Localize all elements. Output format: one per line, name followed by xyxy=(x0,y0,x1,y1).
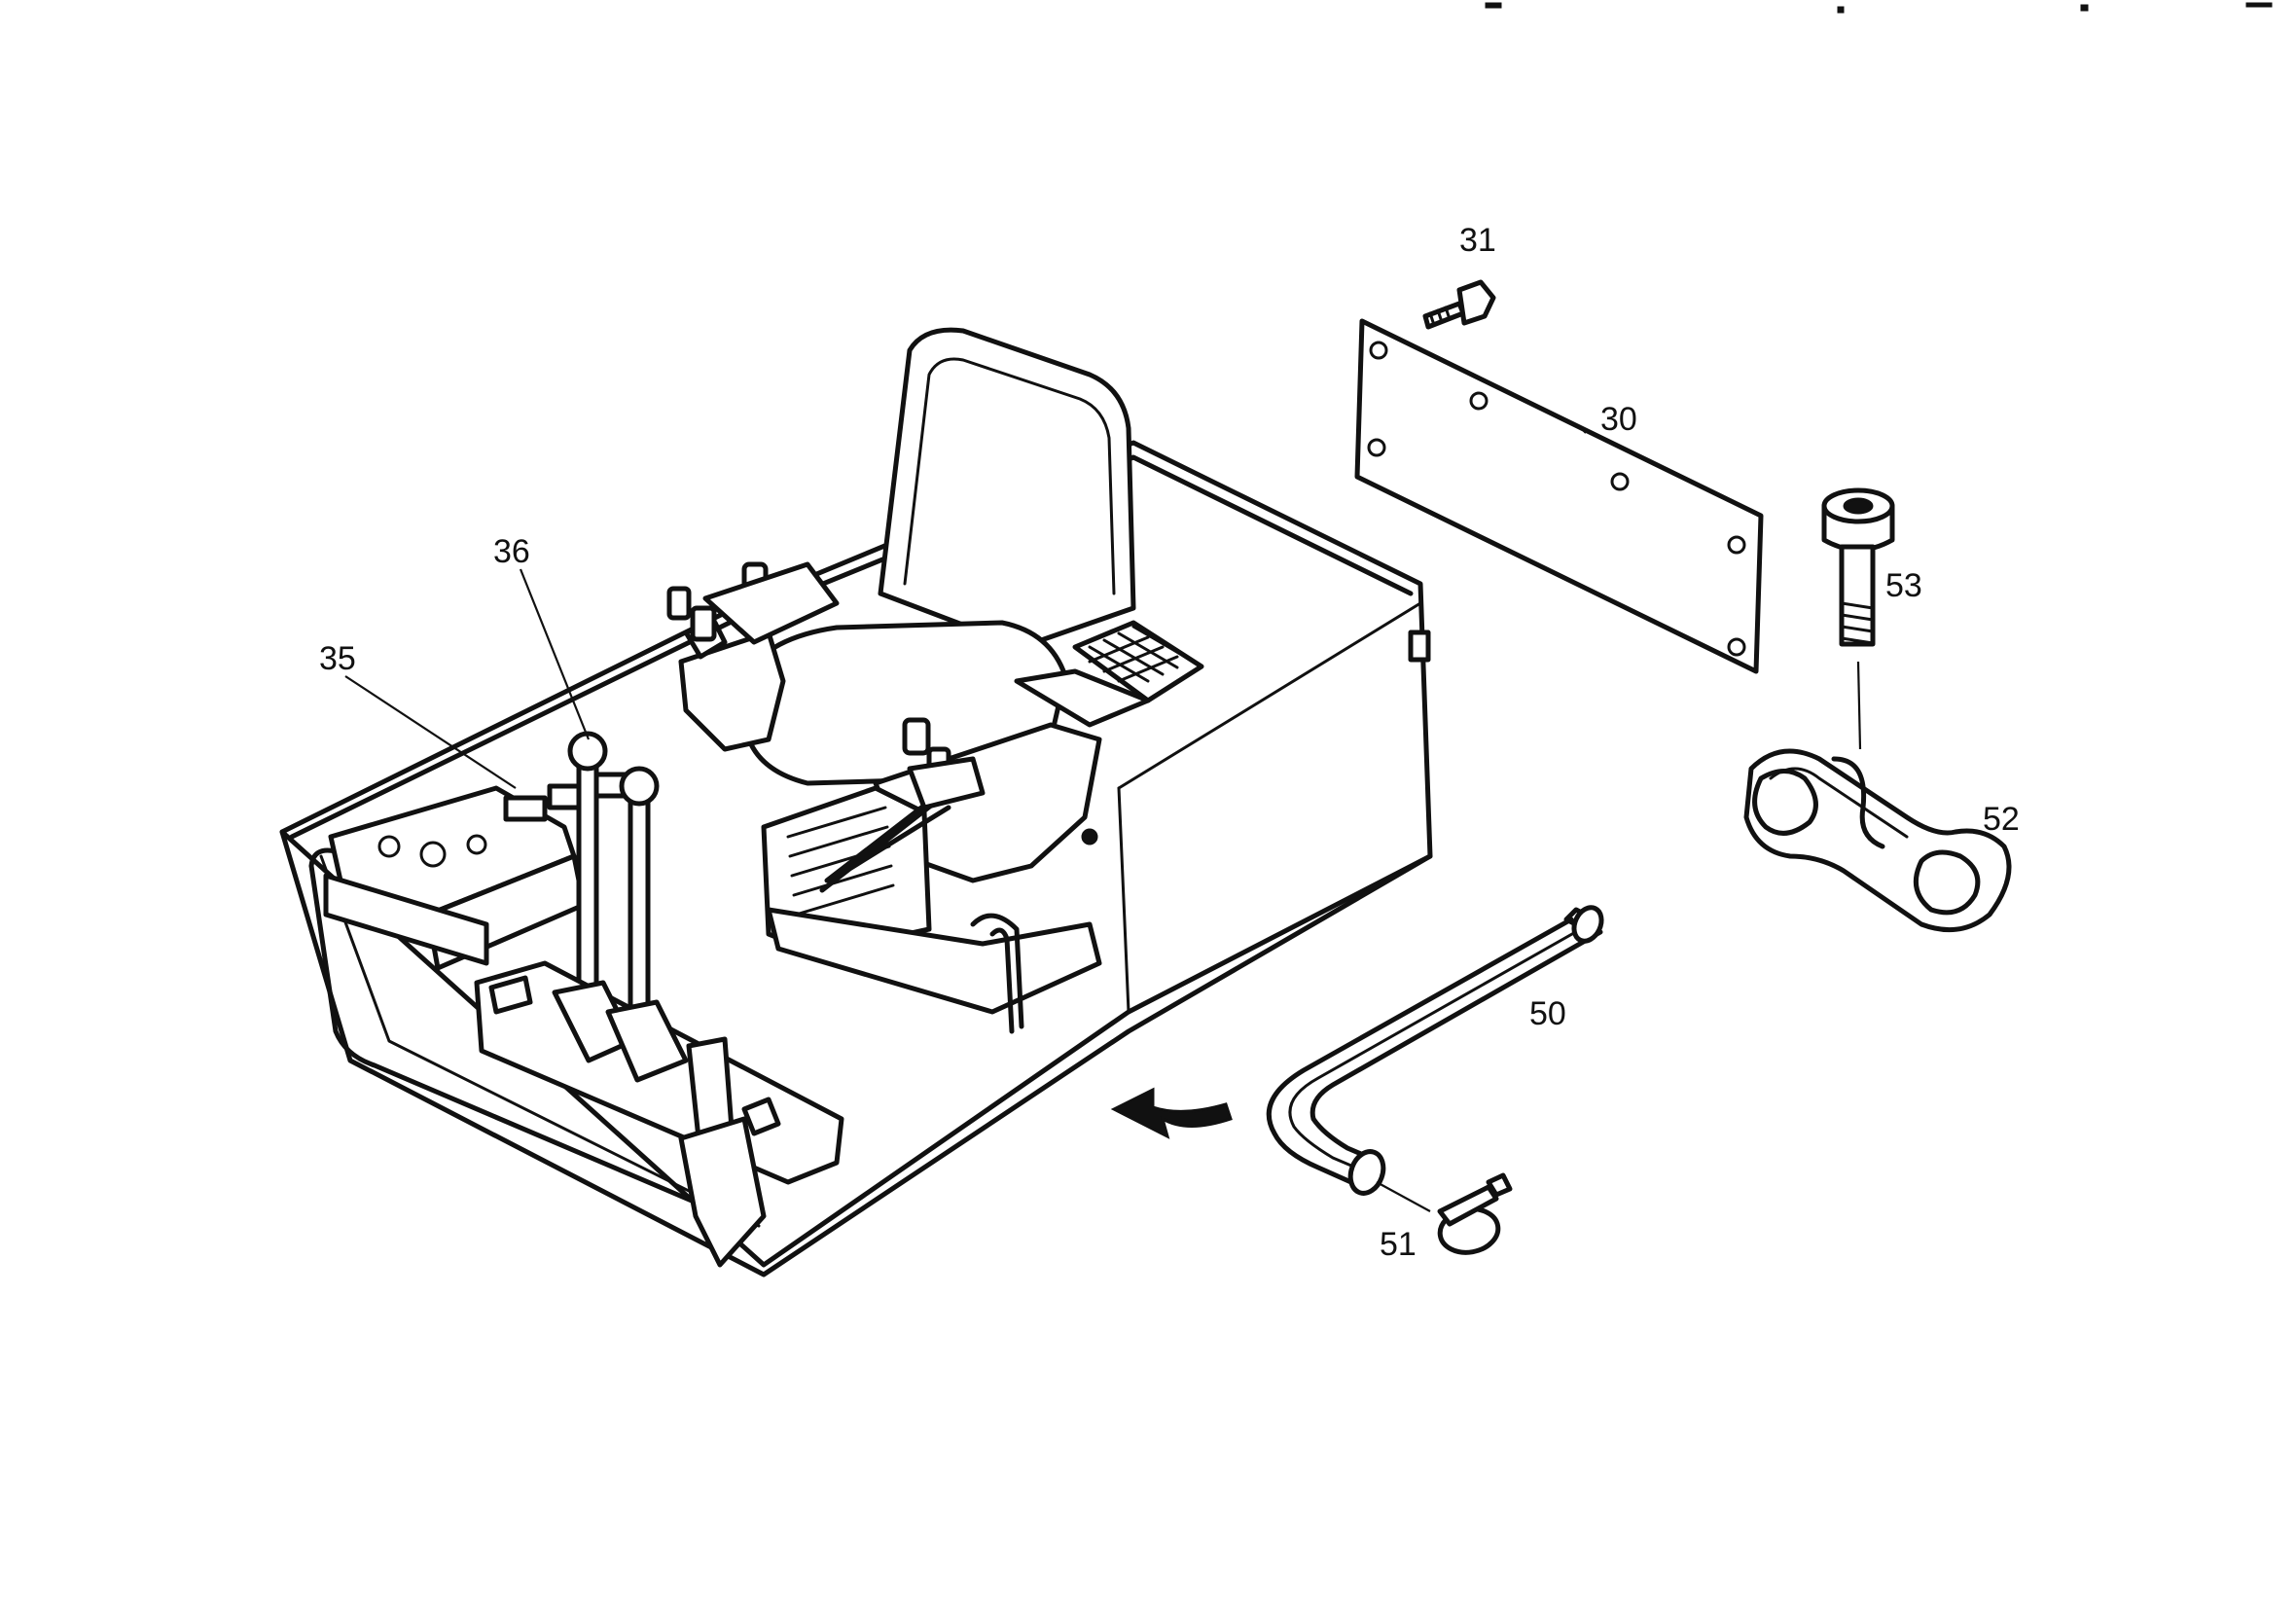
part-52-double-clamp xyxy=(1743,748,2012,933)
operator-seat xyxy=(678,327,1136,1015)
part-51-hose-clamp xyxy=(1376,1172,1513,1255)
callout-31: 31 xyxy=(1459,222,1496,259)
joystick-left xyxy=(666,561,840,660)
callout-leaders xyxy=(344,427,1587,789)
operator-cab-platform xyxy=(279,440,1433,1277)
callout-labels: 30 31 35 36 50 51 52 53 xyxy=(319,222,2020,1263)
callout-50: 50 xyxy=(1529,995,1566,1032)
direction-arrow-icon xyxy=(1110,1087,1233,1139)
callout-30: 30 xyxy=(1600,401,1637,438)
part-53-socket-screw xyxy=(1821,487,1895,750)
joystick-right xyxy=(902,717,986,810)
callout-35: 35 xyxy=(319,640,356,677)
left-instrument-console xyxy=(323,772,635,971)
rear-grille-box xyxy=(1014,620,1204,728)
callout-36: 36 xyxy=(493,533,530,570)
part-50-bent-hose xyxy=(1266,905,1604,1196)
callout-51: 51 xyxy=(1380,1226,1417,1263)
callout-53: 53 xyxy=(1885,567,1922,604)
scan-artifacts xyxy=(1485,2,2273,14)
foot-pedal-area xyxy=(474,960,844,1268)
callout-52: 52 xyxy=(1983,801,2020,838)
part-30-cover-plate xyxy=(1354,318,1764,674)
part-31-bolt xyxy=(1422,279,1496,330)
platform-hose-stub xyxy=(970,828,1098,1034)
